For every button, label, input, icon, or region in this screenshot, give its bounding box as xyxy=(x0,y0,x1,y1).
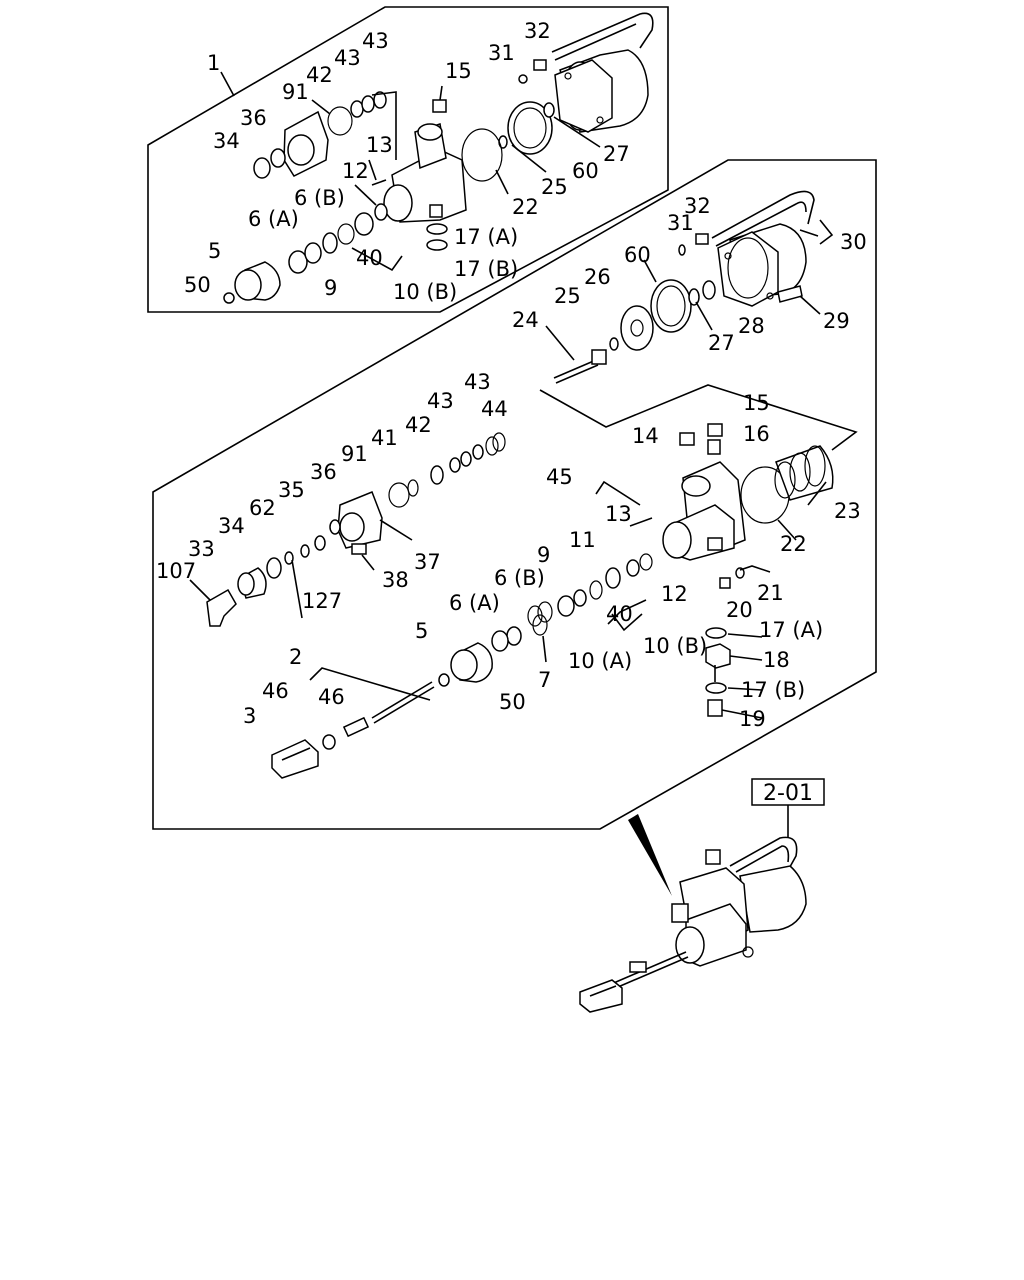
callout-27: 27 xyxy=(708,331,735,355)
callout-32: 32 xyxy=(524,19,551,43)
callout-34: 34 xyxy=(218,514,245,538)
callout-16: 16 xyxy=(743,422,770,446)
callout-13: 13 xyxy=(366,133,393,157)
callout-30: 30 xyxy=(840,230,867,254)
callout-10B: 10 (B) xyxy=(643,634,707,658)
callout-labels: 1 91 42 43 43 36 34 13 12 15 31 32 27 60… xyxy=(156,19,867,731)
callout-31: 31 xyxy=(488,41,515,65)
callout-91: 91 xyxy=(341,442,368,466)
callout-23: 23 xyxy=(834,499,861,523)
callout-12: 12 xyxy=(661,582,688,606)
upper-parts xyxy=(223,12,654,304)
callout-15: 15 xyxy=(445,59,472,83)
callout-107: 107 xyxy=(156,559,196,583)
callout-17A: 17 (A) xyxy=(759,618,823,642)
subassembly-frame xyxy=(147,6,669,313)
callout-37: 37 xyxy=(414,550,441,574)
callout-13: 13 xyxy=(605,502,632,526)
callout-17B: 17 (B) xyxy=(454,257,518,281)
callout-44: 44 xyxy=(481,397,508,421)
callout-6B: 6 (B) xyxy=(294,186,345,210)
callout-15: 15 xyxy=(743,391,770,415)
callout-45: 45 xyxy=(546,465,573,489)
pointer-arrow xyxy=(628,814,672,896)
callout-17B: 17 (B) xyxy=(741,678,805,702)
callout-62: 62 xyxy=(249,496,276,520)
callout-9: 9 xyxy=(537,543,550,567)
callout-12: 12 xyxy=(342,159,369,183)
callout-11: 11 xyxy=(569,528,596,552)
callout-6A: 6 (A) xyxy=(449,591,500,615)
callout-22: 22 xyxy=(512,195,539,219)
callout-24: 24 xyxy=(512,308,539,332)
callout-18: 18 xyxy=(763,648,790,672)
callout-17A: 17 (A) xyxy=(454,225,518,249)
callout-41: 41 xyxy=(371,426,398,450)
reference-box xyxy=(751,778,825,806)
callout-10A: 10 (A) xyxy=(568,649,632,673)
callout-91: 91 xyxy=(282,80,309,104)
callout-36: 36 xyxy=(310,460,337,484)
callout-60: 60 xyxy=(572,159,599,183)
main-parts xyxy=(206,190,858,779)
callout-20: 20 xyxy=(726,598,753,622)
callout-14: 14 xyxy=(632,424,659,448)
callout-27: 27 xyxy=(603,142,630,166)
callout-40: 40 xyxy=(606,602,633,626)
callout-34: 34 xyxy=(213,129,240,153)
callout-127: 127 xyxy=(302,589,342,613)
callout-46: 46 xyxy=(262,679,289,703)
callout-1: 1 xyxy=(207,51,220,75)
callout-28: 28 xyxy=(738,314,765,338)
callout-29: 29 xyxy=(823,309,850,333)
callout-5: 5 xyxy=(208,239,221,263)
callout-33: 33 xyxy=(188,537,215,561)
callout-31: 31 xyxy=(667,211,694,235)
callout-32: 32 xyxy=(684,194,711,218)
callout-2: 2 xyxy=(289,645,302,669)
callout-9: 9 xyxy=(324,276,337,300)
callout-42: 42 xyxy=(405,413,432,437)
reference-box-label: 2-01 xyxy=(763,781,813,806)
callout-26: 26 xyxy=(584,265,611,289)
callout-50: 50 xyxy=(499,690,526,714)
callout-25: 25 xyxy=(554,284,581,308)
callout-35: 35 xyxy=(278,478,305,502)
callout-21: 21 xyxy=(757,581,784,605)
reference-thumbnail: 2-01 xyxy=(579,778,825,1013)
callout-60: 60 xyxy=(624,243,651,267)
main-assembly-frame xyxy=(152,159,877,830)
callout-36: 36 xyxy=(240,106,267,130)
callout-3: 3 xyxy=(243,704,256,728)
callout-19: 19 xyxy=(739,707,766,731)
callout-43: 43 xyxy=(334,46,361,70)
callout-10B: 10 (B) xyxy=(393,280,457,304)
callout-43: 43 xyxy=(464,370,491,394)
callout-46: 46 xyxy=(318,685,345,709)
callout-22: 22 xyxy=(780,532,807,556)
callout-43: 43 xyxy=(427,389,454,413)
callout-25: 25 xyxy=(541,175,568,199)
callout-6A: 6 (A) xyxy=(248,207,299,231)
callout-38: 38 xyxy=(382,568,409,592)
callout-42: 42 xyxy=(306,63,333,87)
callout-6B: 6 (B) xyxy=(494,566,545,590)
callout-50: 50 xyxy=(184,273,211,297)
leader-lines xyxy=(189,71,834,719)
callout-43: 43 xyxy=(362,29,389,53)
callout-7: 7 xyxy=(538,668,551,692)
callout-40: 40 xyxy=(356,246,383,270)
callout-5: 5 xyxy=(415,619,428,643)
